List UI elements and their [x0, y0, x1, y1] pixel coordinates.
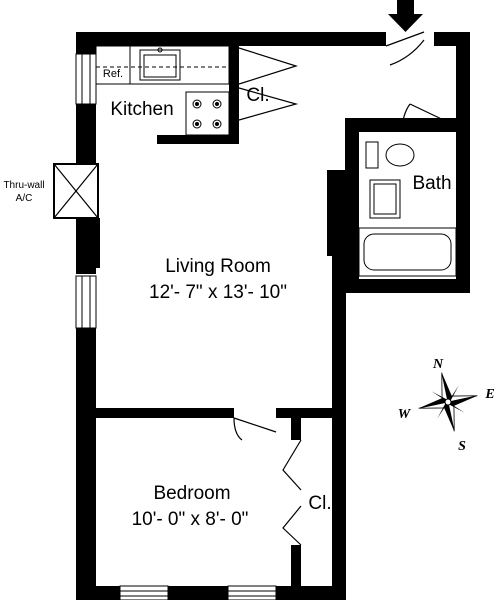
- compass-south-label: S: [458, 439, 466, 454]
- compass-east-label: E: [484, 387, 494, 402]
- bedroom-label: Bedroom: [153, 483, 230, 504]
- compass-north-label: N: [432, 357, 444, 372]
- hall-closet-door: [238, 47, 298, 85]
- stove: [185, 91, 230, 136]
- walls: [76, 32, 470, 600]
- compass-west-label: W: [398, 407, 412, 422]
- compass-rose-icon: [418, 372, 478, 432]
- refrigerator: [95, 45, 131, 85]
- thru-wall-ac-unit: [53, 163, 99, 219]
- bath-label: Bath: [412, 173, 451, 194]
- bedroom-closet-label: Cl.: [308, 493, 331, 514]
- bath-sink: [369, 179, 401, 219]
- hall-closet-label: Cl.: [246, 85, 269, 106]
- kitchen-fixtures: [95, 45, 230, 136]
- bath-fixtures: [358, 141, 457, 277]
- refrigerator-label: Ref.: [103, 68, 123, 80]
- kitchen-sink: [139, 49, 181, 81]
- entry-arrow-icon: [388, 0, 423, 32]
- living-room-label: Living Room: [165, 256, 271, 277]
- bathtub: [358, 227, 457, 277]
- bedroom-dimensions: 10'- 0" x 8'- 0": [132, 509, 249, 530]
- entry-door: [385, 31, 425, 47]
- bedroom-closet-door: [282, 439, 302, 491]
- ac-label-line1: Thru-wall: [3, 180, 44, 191]
- kitchen-label: Kitchen: [110, 99, 173, 120]
- bath-door: [409, 103, 453, 125]
- windows: [75, 53, 277, 600]
- living-room-dimensions: 12'- 7" x 13'- 10": [149, 282, 287, 303]
- bedroom-door: [233, 417, 277, 433]
- ac-label-line2: A/C: [16, 193, 33, 204]
- toilet: [365, 141, 379, 169]
- doors: [233, 31, 453, 546]
